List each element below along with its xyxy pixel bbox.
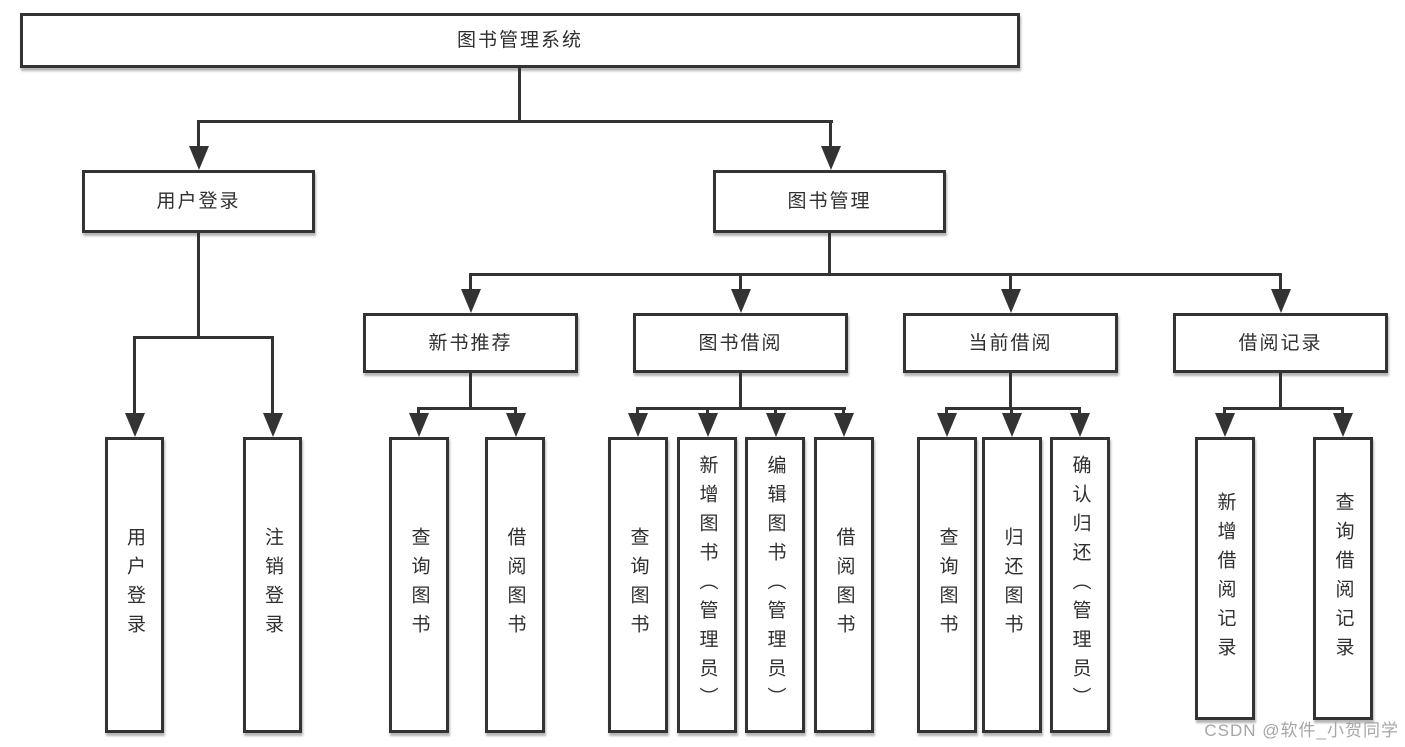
v-line: [1009, 373, 1012, 407]
node-borrowing-records: 借阅记录: [1173, 313, 1388, 373]
node-label: 新增图书（管理员）: [696, 454, 718, 716]
h-line: [1223, 407, 1344, 410]
node-book-borrowing: 图书借阅: [633, 313, 848, 373]
node-label: 当前借阅: [968, 332, 1053, 354]
v-line: [1223, 407, 1226, 415]
arrowhead: [628, 413, 648, 437]
arrowhead: [937, 413, 957, 437]
v-line: [1009, 273, 1012, 291]
node-current-borrowing: 当前借阅: [903, 313, 1118, 373]
v-line: [417, 407, 420, 415]
h-line: [945, 407, 1081, 410]
v-line: [518, 68, 521, 120]
node-book-management: 图书管理: [713, 170, 946, 233]
v-line: [842, 407, 845, 415]
arrowhead: [698, 413, 718, 437]
arrowhead: [766, 413, 786, 437]
v-line: [1279, 273, 1282, 291]
arrowhead: [409, 413, 429, 437]
v-line: [469, 373, 472, 407]
leaf-query-books-recommend: 查询图书: [389, 437, 449, 733]
node-label: 查询图书: [408, 527, 430, 643]
leaf-logout: 注销登录: [243, 437, 302, 733]
node-label: 新书推荐: [428, 332, 513, 354]
leaf-edit-books-admin: 编辑图书（管理员）: [745, 437, 805, 733]
h-line: [636, 407, 846, 410]
arrowhead: [1333, 413, 1353, 437]
node-label: 编辑图书（管理员）: [764, 454, 786, 716]
v-line: [514, 407, 517, 415]
leaf-query-books-borrow: 查询图书: [608, 437, 668, 733]
node-label: 查询图书: [627, 527, 649, 643]
h-line: [469, 273, 1282, 276]
node-label: 注销登录: [262, 527, 283, 643]
v-line: [1279, 373, 1282, 407]
arrowhead: [506, 413, 526, 437]
v-line: [739, 273, 742, 291]
node-label: 图书借阅: [698, 332, 783, 354]
leaf-add-books-admin: 新增图书（管理员）: [677, 437, 737, 733]
leaf-return-books: 归还图书: [982, 437, 1042, 733]
v-line: [1078, 407, 1081, 415]
arrowhead: [263, 413, 283, 437]
arrowhead: [821, 146, 841, 170]
node-label: 图书管理: [787, 191, 872, 212]
h-line: [417, 407, 517, 410]
v-line: [739, 373, 742, 407]
node-label: 借阅图书: [833, 527, 855, 643]
v-line: [133, 336, 136, 415]
node-label: 归还图书: [1001, 527, 1023, 643]
v-line: [636, 407, 639, 415]
leaf-confirm-return-admin: 确认归还（管理员）: [1050, 437, 1110, 733]
node-label: 确认归还（管理员）: [1069, 454, 1091, 716]
arrowhead: [1001, 289, 1021, 313]
leaf-query-books-current: 查询图书: [917, 437, 977, 733]
leaf-borrow-books-recommend: 借阅图书: [485, 437, 545, 733]
node-user-login: 用户登录: [82, 170, 315, 233]
arrowhead: [834, 413, 854, 437]
v-line: [945, 407, 948, 415]
csdn-watermark: CSDN @软件_小贺同学: [1204, 721, 1399, 740]
leaf-add-borrow-record: 新增借阅记录: [1195, 437, 1255, 720]
node-label: 新增借阅记录: [1214, 491, 1236, 666]
node-label: 借阅图书: [504, 527, 526, 643]
arrowhead: [731, 289, 751, 313]
v-line: [469, 273, 472, 291]
node-label: 图书管理系统: [456, 30, 583, 51]
arrowhead: [1215, 413, 1235, 437]
node-label: 查询借阅记录: [1332, 491, 1354, 666]
arrowhead: [1002, 413, 1022, 437]
v-line: [828, 233, 831, 273]
v-line: [271, 336, 274, 415]
leaf-user-login: 用户登录: [105, 437, 164, 733]
leaf-borrow-books: 借阅图书: [814, 437, 874, 733]
node-library-management-system: 图书管理系统: [20, 13, 1020, 68]
v-line: [829, 120, 832, 148]
arrowhead: [1070, 413, 1090, 437]
node-label: 用户登录: [156, 191, 241, 212]
arrowhead: [125, 413, 145, 437]
v-line: [1010, 407, 1013, 415]
arrowhead: [189, 146, 209, 170]
arrowhead: [1271, 289, 1291, 313]
v-line: [774, 407, 777, 415]
v-line: [1341, 407, 1344, 415]
v-line: [197, 233, 200, 336]
node-label: 借阅记录: [1238, 332, 1323, 354]
v-line: [706, 407, 709, 415]
h-line: [197, 120, 833, 123]
leaf-query-borrow-record: 查询借阅记录: [1313, 437, 1373, 720]
v-line: [197, 120, 200, 148]
arrowhead: [461, 289, 481, 313]
node-new-book-recommendation: 新书推荐: [363, 313, 578, 373]
node-label: 查询图书: [936, 527, 958, 643]
node-label: 用户登录: [124, 527, 145, 643]
h-line: [133, 336, 274, 339]
